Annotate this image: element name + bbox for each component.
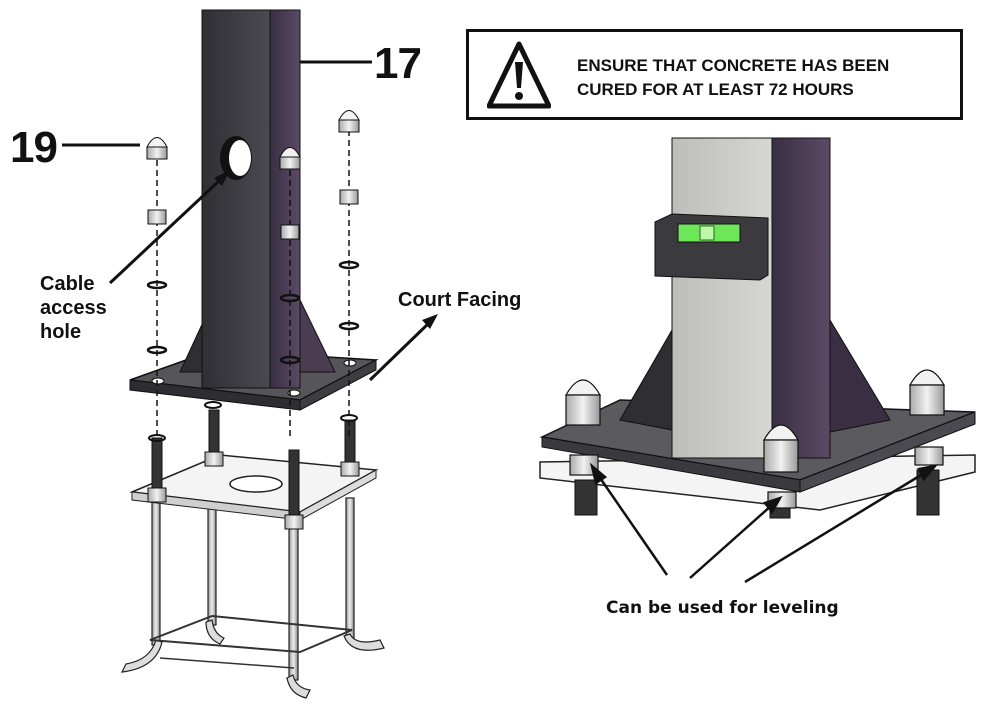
warning-line-1: ENSURE THAT CONCRETE HAS BEEN [577, 56, 890, 75]
warning-line-2: CURED FOR AT LEAST 72 HOURS [577, 80, 854, 99]
cable-label-line-2: access [40, 297, 107, 319]
post-light-face [671, 137, 773, 459]
cable-access-hole-label: Cable access hole [40, 272, 107, 344]
right-closeup-view [539, 137, 976, 584]
fastener-stacks [146, 110, 360, 442]
leveling-nuts [564, 369, 946, 509]
part-number-19: 19 [10, 123, 58, 172]
post-17 [179, 9, 336, 389]
cable-label-line-3: hole [40, 321, 82, 343]
template-plate [129, 454, 379, 521]
warning-triangle-icon [487, 41, 551, 109]
left-exploded-view [62, 9, 438, 699]
court-facing-label: Court Facing [398, 289, 522, 311]
cable-hole-arrow [108, 170, 230, 285]
post-dark-face [771, 137, 831, 459]
warning-box: ENSURE THAT CONCRETE HAS BEEN CURED FOR … [466, 29, 963, 120]
part-number-17: 17 [374, 39, 422, 88]
leveling-note-label: Can be used for leveling [606, 598, 839, 618]
court-facing-arrow [368, 314, 438, 382]
cable-label-line-1: Cable [40, 273, 95, 295]
anchor-cage [120, 494, 385, 699]
anchor-bolts [147, 409, 360, 530]
bubble-level [654, 213, 769, 281]
leveling-arrows [589, 462, 939, 584]
